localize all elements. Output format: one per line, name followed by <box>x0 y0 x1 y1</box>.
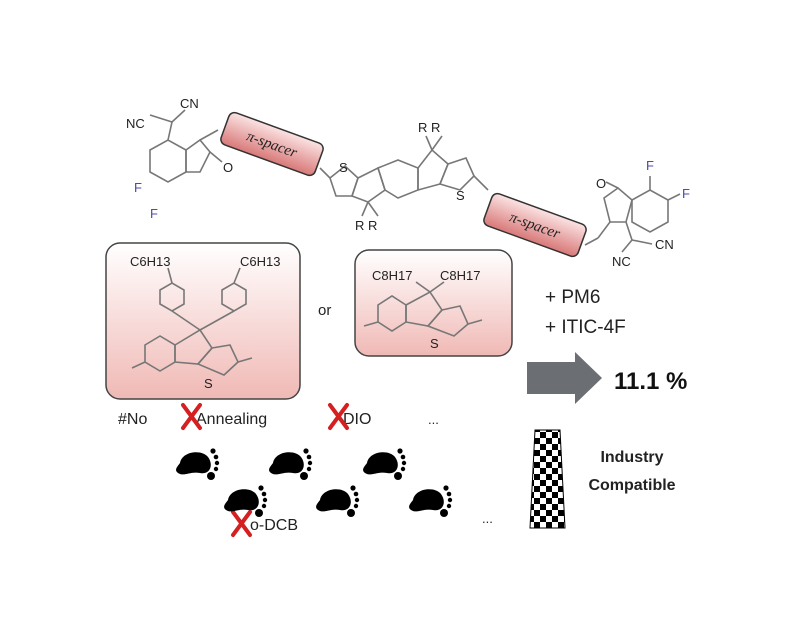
hexyl-label: C6H13 <box>240 254 280 269</box>
cross-icon <box>231 510 252 537</box>
acceptor-label: + ITIC-4F <box>545 317 626 338</box>
cn-label: CN <box>655 237 674 252</box>
acceptor-molecule: CN NC O F F π-spacer S S R R R R <box>126 96 690 269</box>
oxygen-label: O <box>596 176 606 191</box>
condition-dio: DIO <box>343 411 371 428</box>
fluorine-label: F <box>682 186 690 201</box>
pi-spacer-left: π-spacer <box>220 111 324 177</box>
industry-label: Industry <box>600 449 663 466</box>
fluorine-label: F <box>150 206 158 221</box>
right-end-group: O F F CN NC <box>584 158 690 269</box>
footprint-icon <box>316 485 360 517</box>
footprint-icon <box>409 485 453 517</box>
footprint-icon <box>176 448 220 480</box>
octyl-label: C8H17 <box>372 268 412 283</box>
side-chain-option-b: C8H17 C8H17 S <box>354 249 513 357</box>
ellipsis: ... <box>482 511 493 526</box>
hexyl-label: C6H13 <box>130 254 170 269</box>
or-label: or <box>318 302 331 319</box>
compatible-label: Compatible <box>588 477 675 494</box>
cross-icon <box>328 403 349 430</box>
footprint-icon <box>224 485 268 517</box>
fluorine-label: F <box>646 158 654 173</box>
r-groups-top: R R <box>418 120 440 135</box>
footprints <box>176 448 453 517</box>
oxygen-label: O <box>223 160 233 175</box>
condition-annealing: Annealing <box>196 411 267 428</box>
footprint-icon <box>363 448 407 480</box>
cross-icon <box>181 403 202 430</box>
sulfur-label: S <box>430 336 439 351</box>
checkered-flag-icon <box>529 429 566 529</box>
cn-label: CN <box>180 96 199 111</box>
arrow-right-icon <box>527 352 602 404</box>
core-unit: S S R R R R <box>319 120 489 233</box>
sulfur-label: S <box>339 160 348 175</box>
nc-label: NC <box>612 254 631 269</box>
donor-label: + PM6 <box>545 287 600 308</box>
sulfur-label: S <box>204 376 213 391</box>
conditions: #No Annealing DIO o-DCB ... ... <box>118 403 493 537</box>
side-chain-option-a: C6H13 C6H13 S <box>105 242 301 400</box>
sulfur-label: S <box>456 188 465 203</box>
left-end-group: CN NC O F F <box>126 96 233 221</box>
footprint-icon <box>269 448 313 480</box>
efficiency-value: 11.1 % <box>614 368 687 395</box>
pi-spacer-right: π-spacer <box>483 192 587 258</box>
ellipsis: ... <box>428 412 439 427</box>
no-prefix: #No <box>118 411 147 428</box>
r-groups-bottom: R R <box>355 218 377 233</box>
nc-label: NC <box>126 116 145 131</box>
condition-odcb: o-DCB <box>250 517 298 534</box>
octyl-label: C8H17 <box>440 268 480 283</box>
fluorine-label: F <box>134 180 142 195</box>
